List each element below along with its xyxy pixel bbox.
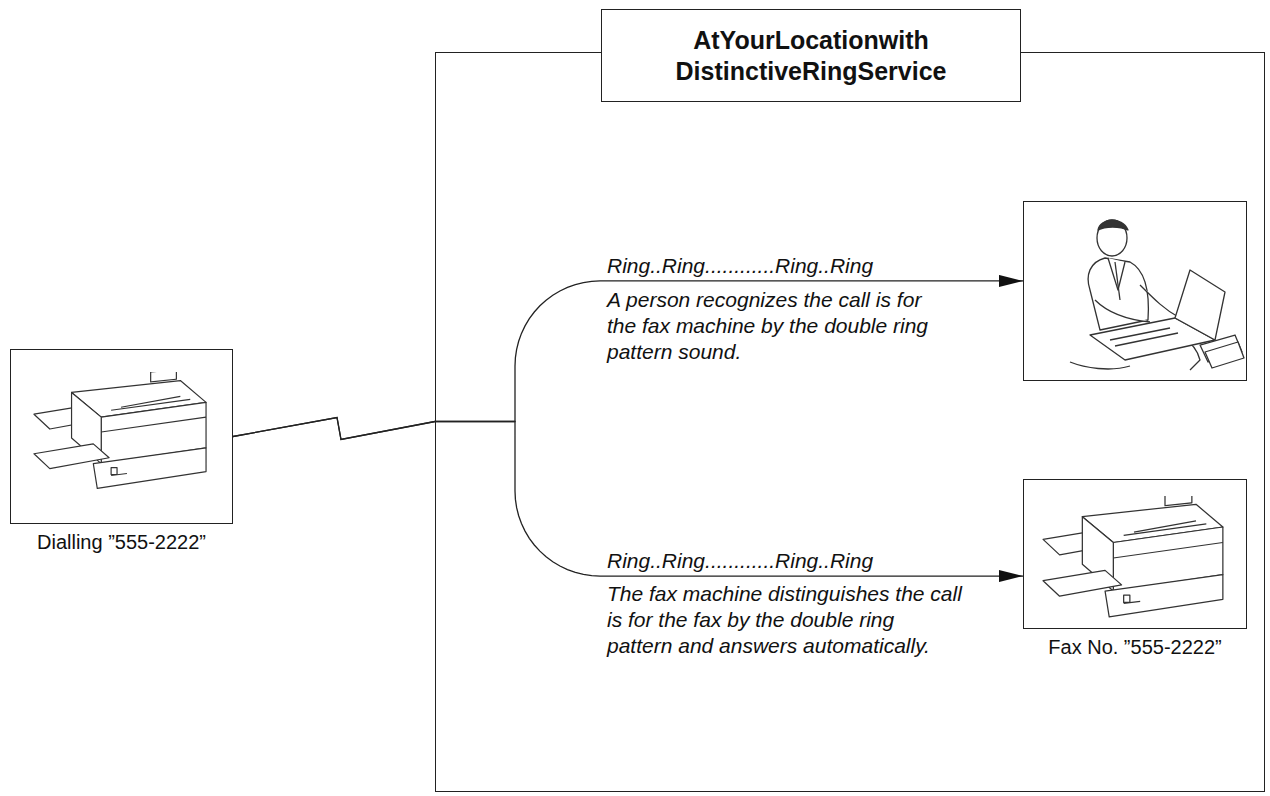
ring-pattern: Ring..Ring............Ring..Ring — [607, 549, 873, 573]
box-caption: Fax No. ”555-2222” — [1048, 636, 1221, 659]
box-caption: Dialling ”555-2222” — [37, 531, 206, 554]
fax-machine-icon — [1043, 493, 1223, 617]
explanation-note: A person recognizes the call is for the … — [607, 287, 952, 365]
illustration-box: Dialling ”555-2222” — [10, 349, 233, 524]
person-at-laptop — [1070, 220, 1244, 370]
explanation-note: The fax machine distinguishes the call i… — [607, 581, 962, 659]
frame-title: AtYourLocationwith DistinctiveRingServic… — [601, 9, 1021, 102]
fax-machine-icon — [34, 369, 206, 488]
ring-pattern: Ring..Ring............Ring..Ring — [607, 254, 873, 278]
signal-line — [233, 281, 1023, 440]
illustration-box: Fax No. ”555-2222” — [1023, 479, 1247, 629]
signal-line — [233, 418, 1023, 577]
location-frame: Fax No. ”555-2222”AtYourLocationwith Dis… — [435, 52, 1265, 792]
illustration-box — [1023, 201, 1247, 381]
